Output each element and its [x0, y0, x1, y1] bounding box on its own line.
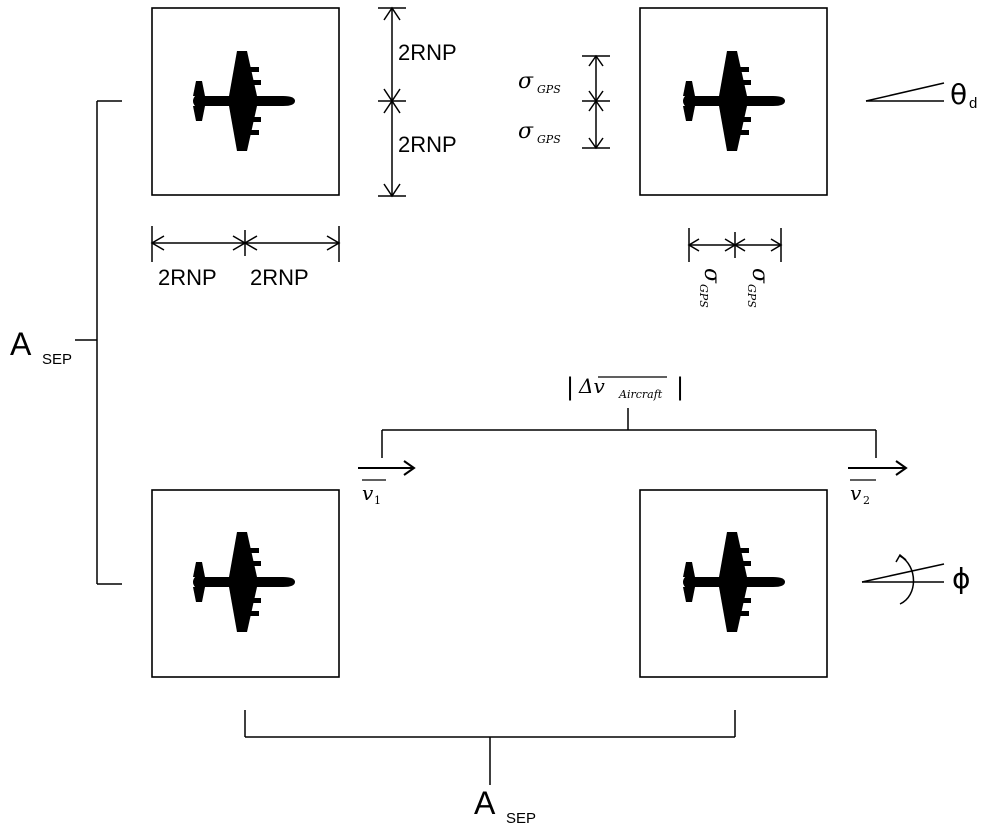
svg-text:SEP: SEP: [506, 810, 536, 827]
svg-text:σ: σ: [518, 69, 534, 94]
svg-text:v: v: [850, 481, 862, 505]
v1-velocity-arrow-icon: [358, 460, 416, 476]
svg-text:θ: θ: [950, 78, 967, 111]
rnp-vertical-dimension: [378, 6, 406, 198]
svg-text:|: |: [676, 373, 684, 401]
svg-text:σ: σ: [699, 268, 724, 284]
v2-label: v 2: [850, 479, 876, 507]
v1-label: v 1: [362, 479, 386, 507]
rnp-horizontal-dimension: [150, 226, 341, 262]
svg-text:GPS: GPS: [537, 83, 561, 96]
svg-text:GPS: GPS: [537, 133, 561, 146]
theta-d-label: θ d: [950, 78, 977, 112]
a-sep-bottom-label: A SEP: [474, 785, 536, 827]
svg-text:A: A: [474, 785, 496, 821]
phi-label: ϕ: [952, 562, 970, 595]
sigma-gps-rotated-label-left: σ GPS: [697, 268, 724, 308]
v2-velocity-arrow-icon: [848, 460, 908, 476]
theta-angle-indicator: [865, 82, 945, 102]
rnp-vertical-bottom-label: 2RNP: [398, 132, 457, 157]
svg-text:Aircraft: Aircraft: [618, 388, 663, 401]
sigma-gps-rotated-label-right: σ GPS: [745, 268, 772, 308]
svg-text:|: |: [566, 373, 574, 401]
delta-v-aircraft-label: | Δv Aircraft |: [566, 373, 684, 401]
horizontal-separation-bracket: [244, 710, 736, 785]
sigma-gps-label-lower: σ GPS: [518, 119, 561, 146]
velocity-difference-bracket: [381, 408, 877, 458]
a-sep-left-label: A SEP: [10, 326, 72, 368]
svg-text:Δv: Δv: [578, 374, 605, 398]
svg-text:GPS: GPS: [697, 284, 710, 308]
svg-text:σ: σ: [747, 268, 772, 284]
svg-text:A: A: [10, 326, 32, 362]
svg-text:1: 1: [374, 494, 381, 507]
svg-text:v: v: [362, 481, 374, 505]
rnp-horizontal-right-label: 2RNP: [250, 265, 309, 290]
svg-text:2: 2: [863, 494, 870, 507]
svg-text:σ: σ: [518, 119, 534, 144]
rnp-vertical-top-label: 2RNP: [398, 40, 457, 65]
sigma-gps-label-upper: σ GPS: [518, 69, 561, 96]
rnp-horizontal-left-label: 2RNP: [158, 265, 217, 290]
vertical-separation-bracket: [75, 100, 122, 585]
svg-text:d: d: [969, 95, 977, 112]
phi-roll-indicator: [861, 553, 945, 605]
svg-text:GPS: GPS: [745, 284, 758, 308]
sigma-gps-horizontal-dimension: [687, 228, 783, 262]
sigma-gps-vertical-dimension: [582, 54, 610, 150]
svg-text:SEP: SEP: [42, 351, 72, 368]
